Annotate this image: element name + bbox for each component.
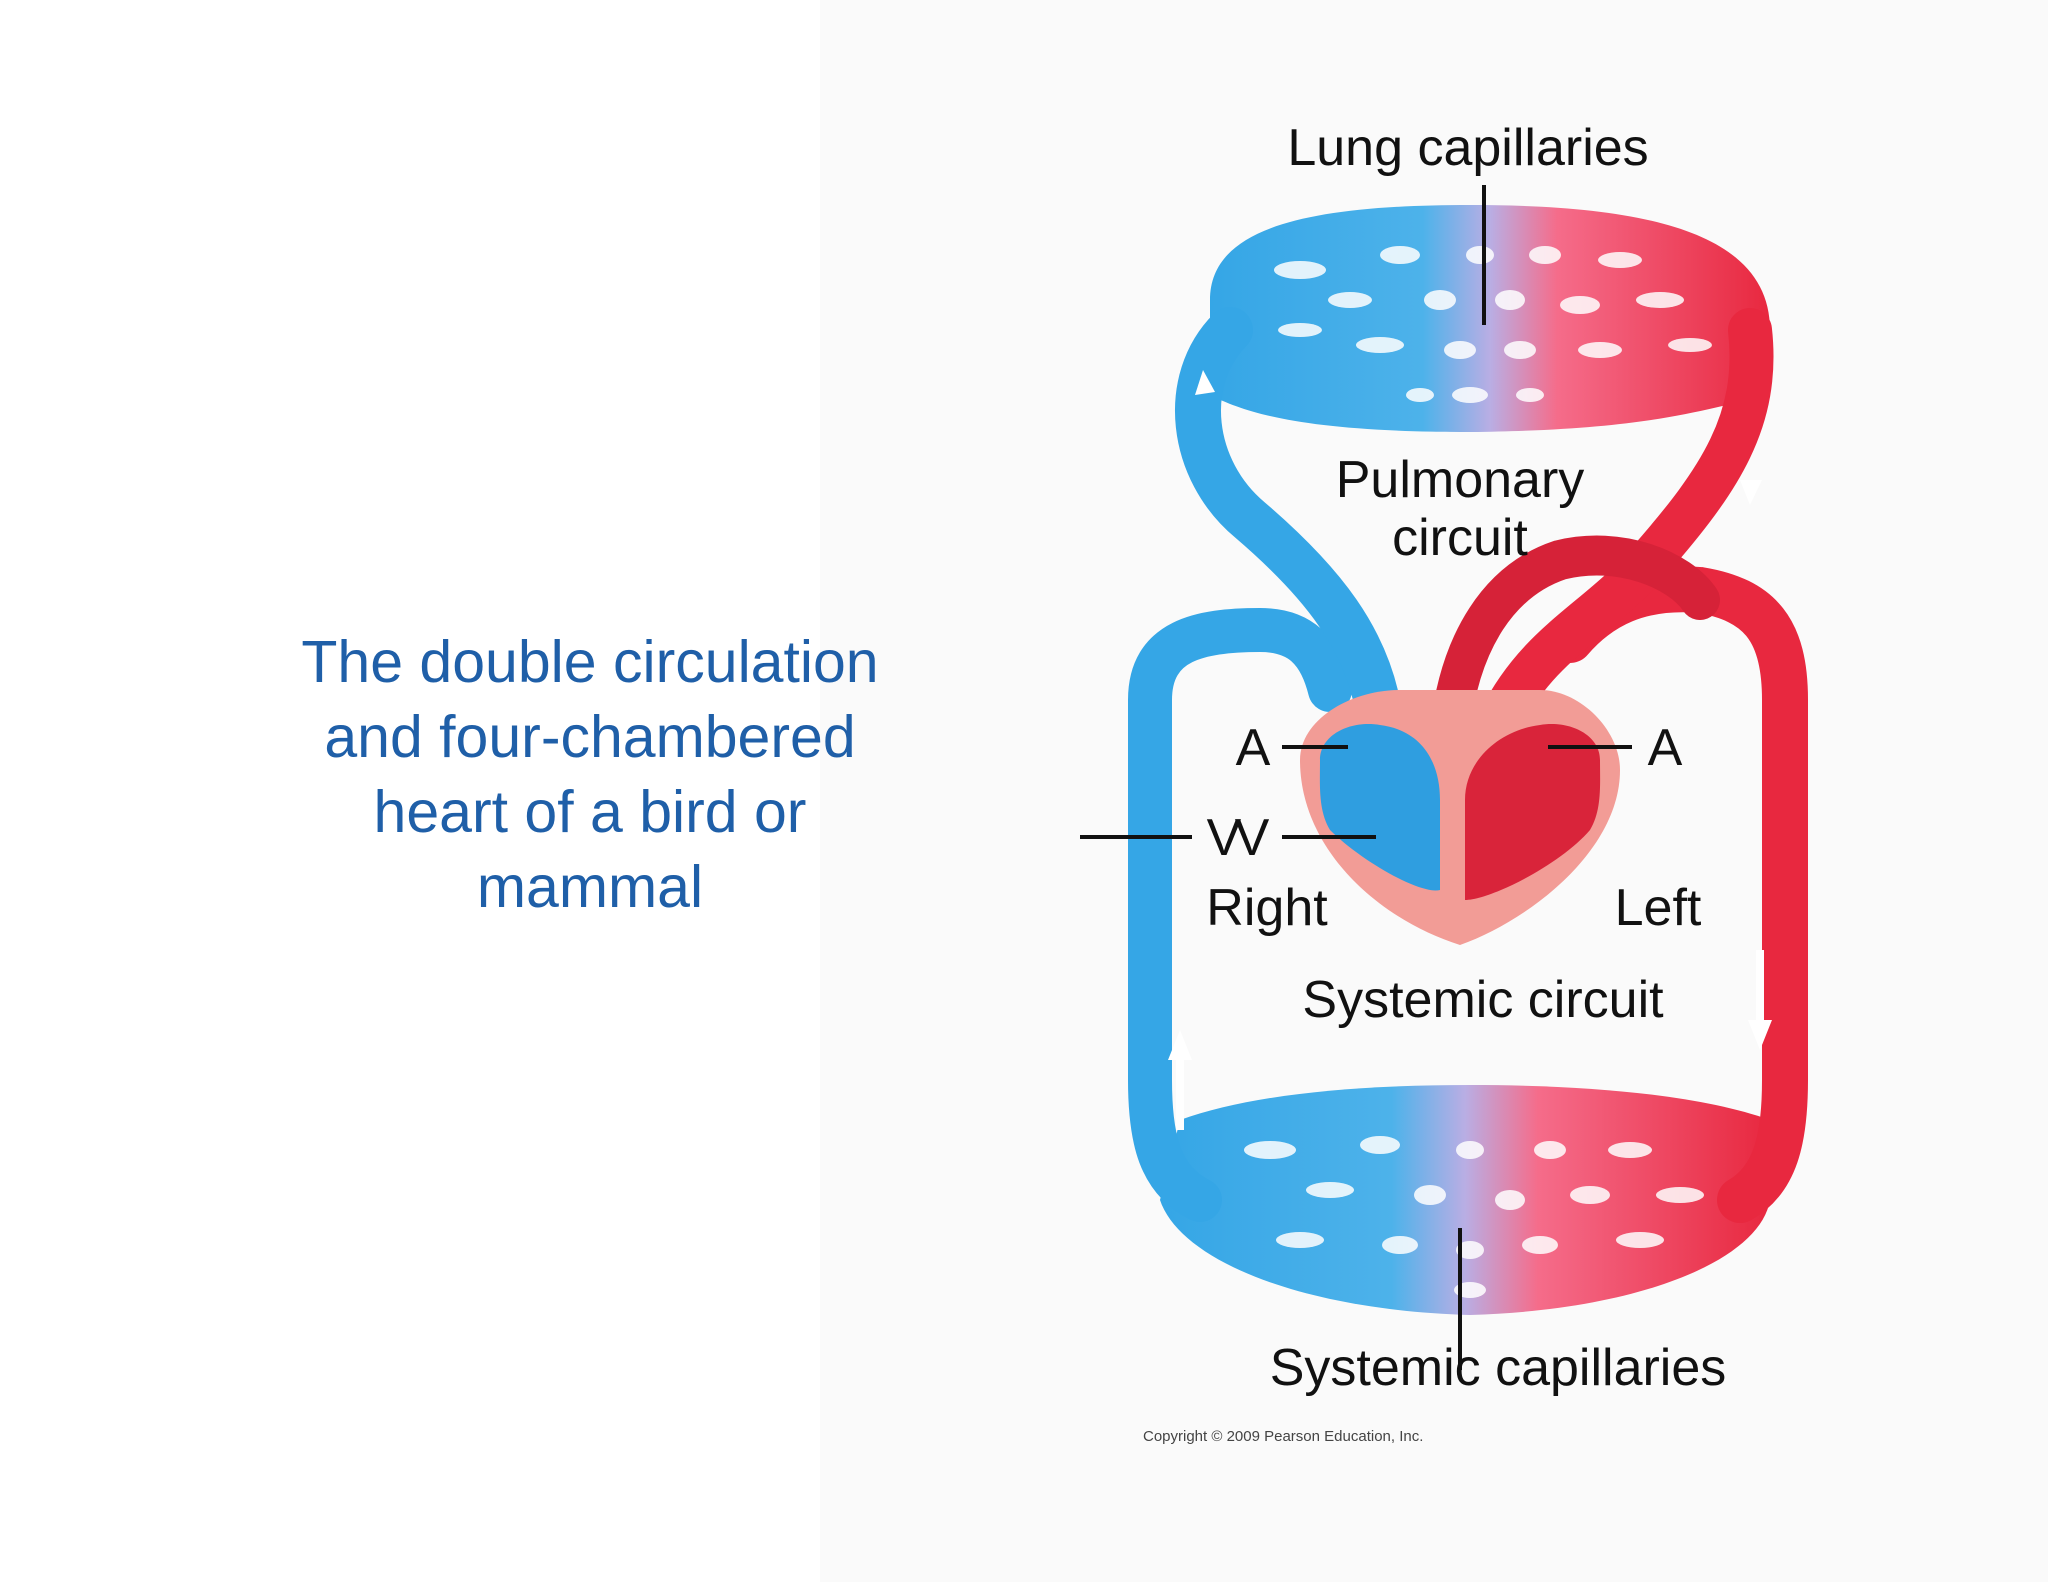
title-line-3: heart of a bird or — [373, 779, 807, 845]
vena-cava — [1128, 607, 1352, 1222]
systemic-capillary-mesh — [1244, 1136, 1704, 1298]
label-systemic-circuit: Systemic circuit — [1302, 971, 1664, 1029]
arrow-up-left — [1168, 1030, 1192, 1060]
label-systemic-capillaries: Systemic capillaries — [1270, 1339, 1727, 1397]
label-atrium-left: A — [1648, 719, 1683, 777]
label-right: Right — [1206, 879, 1328, 937]
label-atrium-right: A — [1236, 719, 1271, 777]
label-pulmonary-2: circuit — [1392, 509, 1528, 567]
aortic-arch — [1430, 535, 1720, 750]
arrow-pulmonary-down — [1740, 480, 1762, 505]
copyright-notice: Copyright © 2009 Pearson Education, Inc. — [1143, 1428, 1424, 1445]
right-heart-chambers — [1319, 724, 1440, 891]
title-line-1: The double circulation — [301, 629, 879, 695]
title-line-2: and four-chambered — [324, 704, 856, 770]
flow-arrows — [1168, 370, 1772, 1130]
leader-lines — [1080, 185, 1632, 1370]
label-pulmonary-1: Pulmonary — [1336, 451, 1585, 509]
diagram-labels: Lung capillaries Pulmonary circuit A A V… — [1206, 119, 1726, 1397]
arrow-up-left-shaft — [1176, 1060, 1184, 1130]
left-heart-chambers — [1465, 724, 1601, 900]
heart — [1300, 690, 1620, 945]
systemic-capillary-bed — [1160, 1085, 1770, 1315]
label-ventricle-right: V — [1207, 809, 1242, 867]
arrow-down-right-shaft — [1756, 950, 1764, 1020]
lung-capillary-bed — [1210, 205, 1770, 432]
label-lung-capillaries: Lung capillaries — [1287, 119, 1648, 177]
label-ventricle-left: V — [1235, 809, 1270, 867]
title-line-4: mammal — [476, 854, 704, 920]
label-left: Left — [1615, 879, 1702, 937]
lung-capillary-mesh — [1274, 246, 1712, 403]
slide-title: The double circulation and four-chambere… — [230, 625, 950, 925]
arrow-down-right — [1748, 1020, 1772, 1050]
arrow-pulmonary-up — [1195, 370, 1215, 395]
